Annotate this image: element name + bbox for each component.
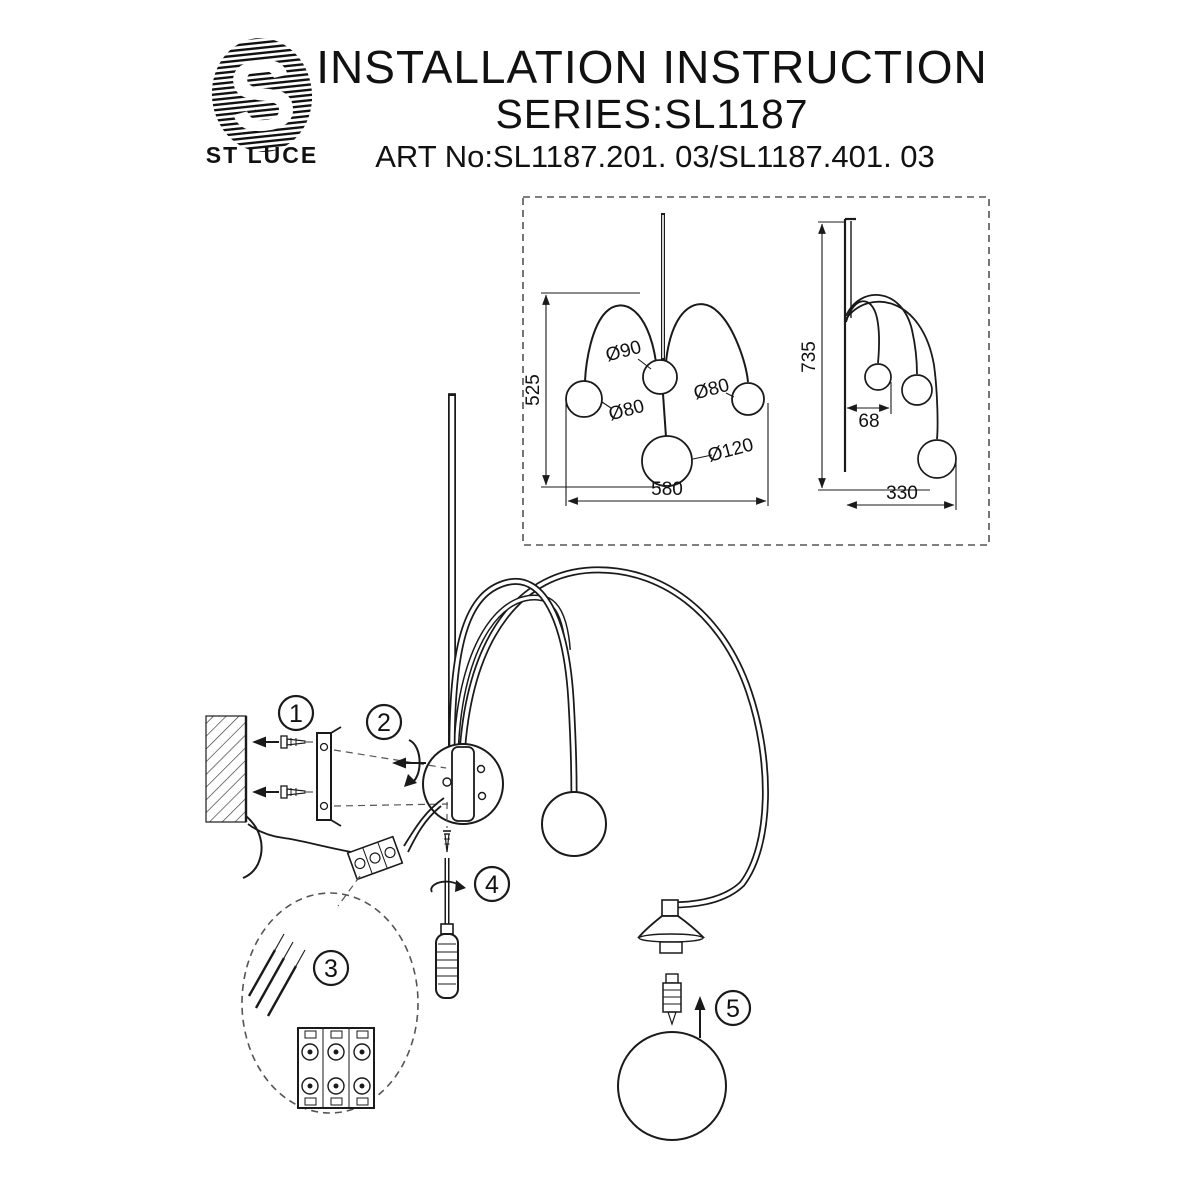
sheet-title: INSTALLATION INSTRUCTION xyxy=(316,41,987,93)
terminal-detail-bubble xyxy=(241,892,419,1114)
step-badge-5: 5 xyxy=(714,989,752,1027)
terminal-block-detail xyxy=(297,1027,375,1109)
side-globe-3 xyxy=(917,439,957,479)
front-dia-right-label: Ø80 xyxy=(692,375,732,405)
logo-letter: S xyxy=(223,37,301,155)
screwdriver xyxy=(430,858,466,999)
step-4-label: 4 xyxy=(485,871,499,899)
spec-box-border xyxy=(522,196,990,546)
canopy-plate xyxy=(451,746,475,822)
side-globe-2 xyxy=(901,374,933,406)
front-right-globe xyxy=(731,382,765,416)
step-5-label: 5 xyxy=(726,995,740,1023)
step-badge-4: 4 xyxy=(473,865,511,903)
small-screw xyxy=(443,830,451,853)
step-badge-1: 1 xyxy=(277,694,315,732)
step2-motion xyxy=(392,739,426,787)
step-3-label: 3 xyxy=(324,955,338,983)
canopy-wiring xyxy=(247,797,445,907)
attach-arrow-icon xyxy=(392,757,406,769)
wall-screws xyxy=(252,735,317,799)
step-badge-2: 2 xyxy=(365,703,403,741)
front-view-drawing: Ø90 Ø80 Ø80 Ø120 525 580 xyxy=(523,213,769,506)
mounting-bracket xyxy=(316,726,342,827)
step5-motion xyxy=(694,996,706,1038)
header: S ST LUCE INSTALLATION INSTRUCTION SERIE… xyxy=(206,37,987,174)
screw-bottom xyxy=(252,785,317,799)
glass-globe xyxy=(617,1031,727,1141)
side-view-drawing: 735 68 330 xyxy=(799,217,957,510)
flexible-arms xyxy=(448,566,769,909)
detail-bubble-border xyxy=(241,892,419,1114)
wall-hatch xyxy=(205,715,247,823)
screwdriver-assembly xyxy=(430,802,466,999)
bulb-base-pin xyxy=(662,973,682,1026)
side-height-dim: 735 xyxy=(799,341,820,373)
step-badge-3: 3 xyxy=(312,949,350,987)
side-width-dim: 330 xyxy=(886,483,918,504)
trumpet-shade xyxy=(637,899,706,954)
front-height-dim: 525 xyxy=(523,374,544,406)
arm-globe xyxy=(541,791,607,857)
brand-logo: S xyxy=(211,37,313,155)
stripped-wires xyxy=(247,933,306,1017)
logo-fingerprint-icon xyxy=(211,38,313,152)
shade-and-bulb xyxy=(617,899,727,1141)
front-dia-hub-label: Ø90 xyxy=(604,337,644,367)
brand-name: ST LUCE xyxy=(206,142,318,168)
front-left-globe xyxy=(565,380,603,418)
front-hub-globe xyxy=(642,359,678,395)
canopy-center-hole xyxy=(442,777,452,787)
step-2-label: 2 xyxy=(377,709,391,737)
side-offset-dim: 68 xyxy=(858,411,879,432)
insert-arrow-icon xyxy=(252,736,266,748)
screw-top xyxy=(252,735,317,749)
series-number: SERIES:SL1187 xyxy=(495,91,808,137)
inline-terminal xyxy=(346,835,404,881)
front-bottom-globe xyxy=(641,435,693,487)
wall-section xyxy=(205,715,263,879)
power-cord xyxy=(242,815,263,879)
dimension-spec-box: Ø90 Ø80 Ø80 Ø120 525 580 xyxy=(522,196,990,546)
article-number: ART No:SL1187.201. 03/SL1187.401. 03 xyxy=(375,139,935,174)
up-arrow-icon xyxy=(694,996,706,1010)
front-width-dim: 580 xyxy=(651,479,683,500)
front-dia-bottom-label: Ø120 xyxy=(705,434,755,466)
step-1-label: 1 xyxy=(289,700,303,728)
insert-arrow-icon xyxy=(252,786,266,798)
front-dia-left-label: Ø80 xyxy=(607,396,647,426)
side-globe-1 xyxy=(864,363,892,391)
main-assembly-drawing: 1 2 3 4 5 xyxy=(205,393,769,1141)
